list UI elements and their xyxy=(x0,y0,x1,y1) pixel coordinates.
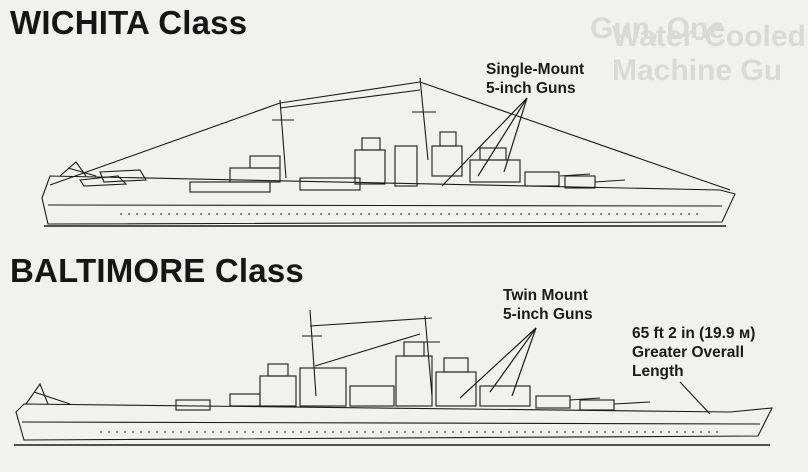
wichita-callout-leader-1 xyxy=(441,97,528,187)
wichita-class-title: WICHITA Class xyxy=(10,4,248,41)
ghost-text-2: Water-Cooled Machine Gu xyxy=(612,20,806,87)
baltimore-class-title: BALTIMORE Class xyxy=(10,252,304,289)
baltimore-ship-drawing xyxy=(14,309,773,446)
ghost-text-1: Gun, One xyxy=(590,12,725,45)
baltimore-guns-callout: Twin Mount 5-inch Guns xyxy=(503,287,593,323)
wichita-rigging-aft xyxy=(419,81,731,191)
baltimore-hull xyxy=(15,403,773,441)
baltimore-length-leader xyxy=(679,381,711,415)
wichita-guns-callout: Single-Mount 5-inch Guns xyxy=(486,61,585,97)
wichita-foremast xyxy=(279,99,287,179)
wichita-rigging-top2 xyxy=(279,89,421,109)
baltimore-length-callout: 65 ft 2 in (19.9 м) Greater Overall Leng… xyxy=(632,325,756,380)
wichita-rigging-fwd xyxy=(49,102,281,186)
baltimore-callout-leader-3 xyxy=(511,327,537,397)
baltimore-foremast xyxy=(309,309,317,397)
baltimore-callout-leader-1 xyxy=(459,327,537,399)
wichita-callout-leader-2 xyxy=(477,97,528,177)
wichita-mainmast xyxy=(419,77,429,161)
wichita-callout-leader-3 xyxy=(503,97,528,173)
wichita-rigging-top xyxy=(279,81,421,104)
wichita-hull xyxy=(41,175,736,225)
baltimore-callout-leader-2 xyxy=(489,327,537,393)
